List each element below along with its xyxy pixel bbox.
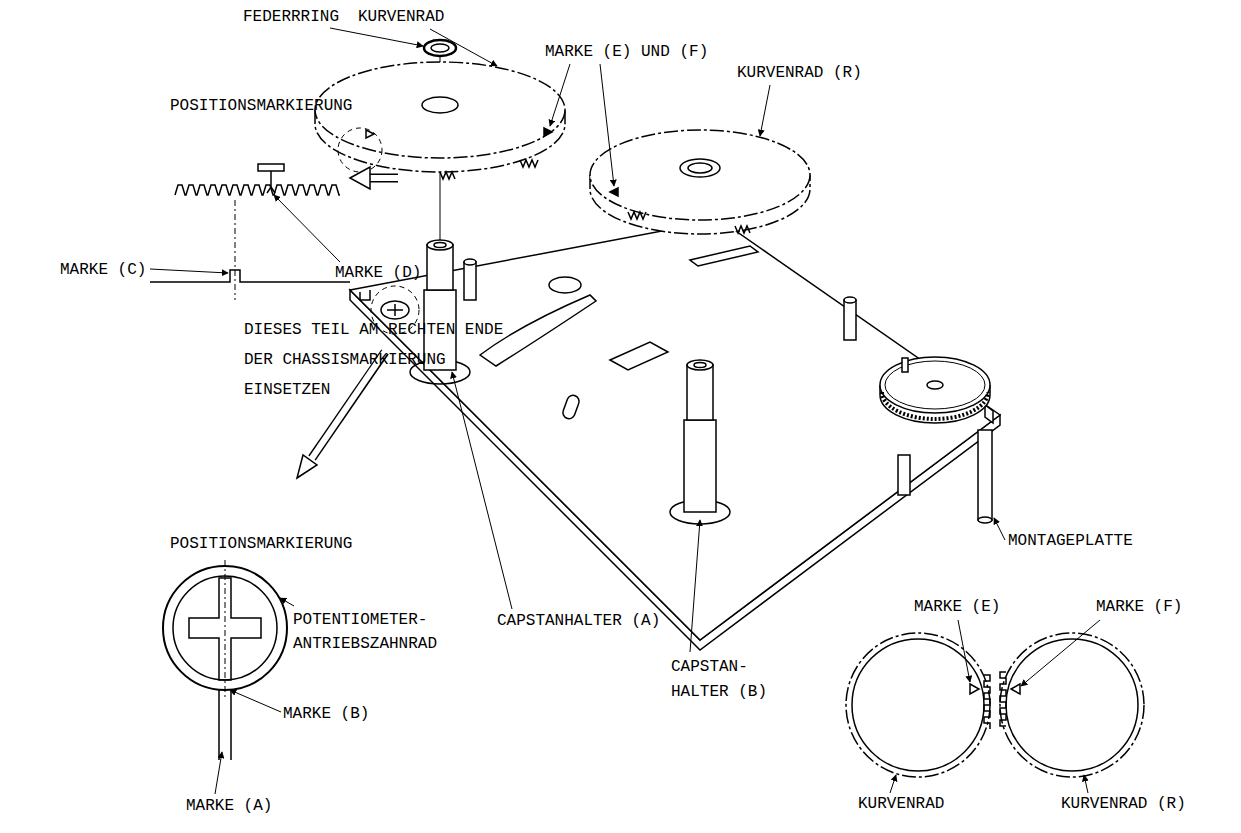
gear-teeth bbox=[628, 212, 750, 233]
part-label: MARKE (A) bbox=[186, 797, 272, 816]
leader-line bbox=[215, 752, 222, 794]
gear-pin bbox=[902, 358, 908, 372]
part-label: MARKE (E) bbox=[914, 598, 1000, 617]
part-label: KURVENRAD (R) bbox=[737, 64, 862, 83]
plate-cutout bbox=[690, 246, 758, 266]
standoff bbox=[978, 430, 992, 520]
detail-circle bbox=[338, 128, 382, 172]
leader-line bbox=[690, 520, 700, 652]
cam-gear bbox=[315, 62, 565, 158]
gear-teeth bbox=[440, 160, 538, 179]
part-label: MARKE (E) UND (F) bbox=[545, 43, 708, 62]
plate-slot bbox=[561, 394, 580, 421]
detail-arrow bbox=[368, 175, 400, 181]
gear-wheel bbox=[880, 357, 990, 413]
spring-ring-hole bbox=[431, 44, 449, 52]
part-label: CAPSTANHALTER (A) bbox=[497, 612, 660, 631]
part-label: MARKE (D) bbox=[335, 264, 421, 283]
plate-hole bbox=[549, 277, 581, 293]
cam-gear-outline bbox=[846, 633, 990, 777]
leader-line bbox=[230, 690, 281, 712]
potentiometer-cross bbox=[387, 304, 403, 316]
plate-notch bbox=[360, 290, 370, 300]
plate-notch bbox=[985, 405, 993, 423]
position-mark bbox=[366, 130, 374, 138]
leader-line bbox=[274, 195, 340, 262]
part-label: POSITIONSMARKIERUNG bbox=[170, 535, 352, 554]
leader-line bbox=[760, 85, 770, 136]
capstan-holder bbox=[427, 245, 453, 290]
part-label: KURVENRAD (R) bbox=[1061, 795, 1186, 814]
mark-e bbox=[544, 128, 552, 136]
part-label: KURVENRAD bbox=[858, 795, 944, 814]
post-top bbox=[844, 297, 856, 303]
capstan-top bbox=[687, 360, 713, 370]
cam-gear-outline bbox=[1006, 639, 1138, 771]
post bbox=[844, 300, 856, 340]
part-label: POTENTIOMETER- ANTRIEBSZAHNRAD bbox=[293, 608, 447, 656]
gear-teeth bbox=[1000, 672, 1006, 726]
leader-line bbox=[330, 28, 423, 46]
center-line bbox=[225, 560, 226, 700]
gear-rim bbox=[885, 361, 985, 409]
part-label: POSITIONSMARKIERUNG bbox=[170, 97, 352, 116]
gear-hub bbox=[927, 381, 943, 389]
leader-line bbox=[994, 518, 1005, 540]
gear-rack bbox=[175, 185, 340, 195]
part-label: MARKE (F) bbox=[1096, 598, 1182, 617]
gear-teeth bbox=[984, 675, 990, 729]
chassis-plate bbox=[350, 220, 1000, 640]
position-marker bbox=[267, 171, 275, 193]
leader-line bbox=[452, 372, 512, 609]
leader-line bbox=[280, 598, 294, 606]
center-line bbox=[235, 200, 236, 300]
leader-line bbox=[890, 775, 896, 793]
part-label: FEDERRRING bbox=[243, 8, 339, 27]
capstan-bore bbox=[434, 243, 446, 248]
part-label: MARKE (B) bbox=[283, 705, 369, 724]
leader-line bbox=[150, 269, 228, 273]
capstan-holder bbox=[687, 365, 713, 420]
position-marker bbox=[258, 164, 284, 171]
chassis-edge bbox=[150, 270, 350, 282]
leader-line bbox=[958, 620, 970, 682]
gear-teeth bbox=[882, 392, 988, 419]
post bbox=[464, 262, 476, 300]
post-top bbox=[464, 259, 476, 265]
cam-gear-r bbox=[590, 130, 810, 220]
detail-arrow-head bbox=[350, 167, 370, 189]
cam-gear-outline bbox=[852, 639, 984, 771]
part-label: MONTAGEPLATTE bbox=[1008, 532, 1133, 551]
leader-line bbox=[1084, 775, 1088, 793]
leader-line bbox=[1021, 620, 1100, 686]
detail-arrow-head bbox=[297, 455, 317, 478]
cam-gear-outline bbox=[1000, 633, 1144, 777]
part-label: CAPSTAN- HALTER (B) bbox=[671, 655, 777, 705]
capstan-bore bbox=[694, 363, 706, 368]
mark-f bbox=[610, 188, 618, 196]
leader-line bbox=[550, 64, 570, 126]
mark-e bbox=[970, 684, 979, 694]
post bbox=[898, 455, 910, 495]
leader-line bbox=[430, 29, 497, 66]
potentiometer-gear bbox=[381, 301, 409, 319]
part-label: MARKE (C) bbox=[60, 261, 146, 280]
leader-line bbox=[600, 64, 614, 186]
cam-gear-bore bbox=[688, 163, 712, 173]
part-label: DIESES TEIL AM RECHTEN ENDE DER CHASSISM… bbox=[244, 315, 513, 405]
plate-cutout bbox=[610, 342, 668, 370]
standoff-foot bbox=[978, 517, 992, 523]
part-label: KURVENRAD bbox=[358, 8, 444, 27]
capstan-top bbox=[427, 240, 453, 250]
cam-gear-hub bbox=[680, 159, 720, 177]
marker-stem bbox=[219, 690, 231, 760]
spring-ring bbox=[424, 40, 456, 56]
cam-gear-bore bbox=[422, 97, 458, 113]
capstan-holder bbox=[684, 420, 716, 512]
mark-f bbox=[1011, 684, 1020, 694]
